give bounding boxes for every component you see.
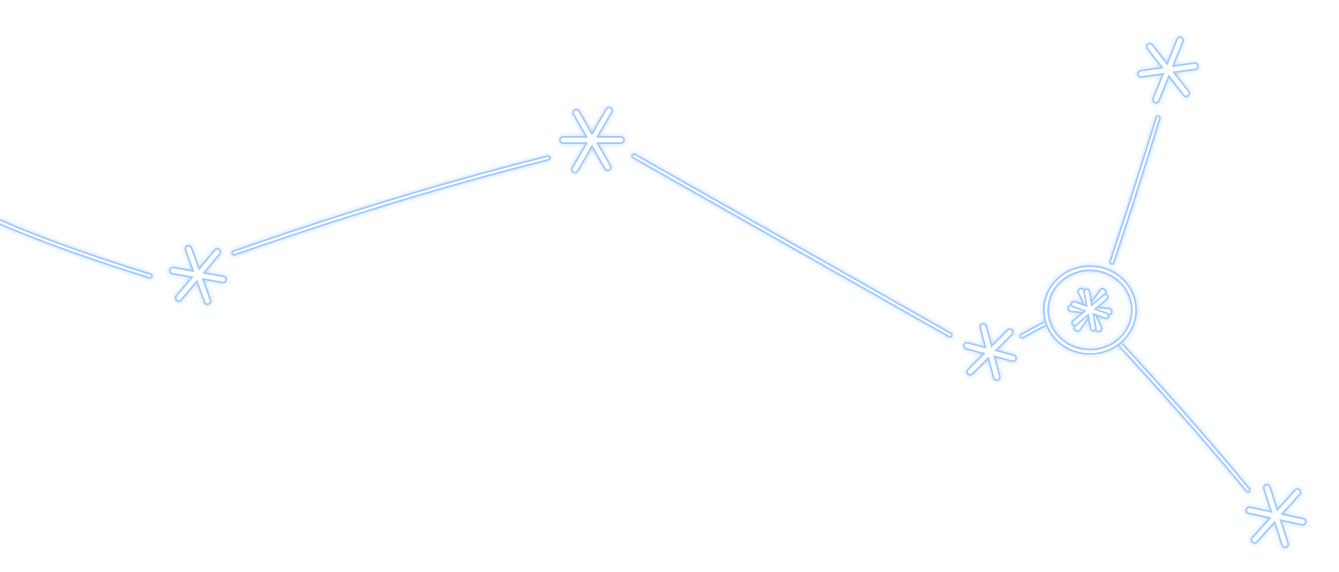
line-ring-to-star-7 — [1115, 339, 1251, 493]
star-7 — [1245, 483, 1307, 549]
line-star-2-to-star-3 — [631, 153, 953, 338]
star-6 — [1137, 36, 1199, 104]
line-offscreen-to-star-1 — [0, 219, 153, 279]
star-5 — [1043, 265, 1137, 355]
star-3 — [963, 323, 1017, 381]
line-star-1-to-star-2 — [231, 155, 551, 256]
star-5-arms — [1070, 288, 1110, 332]
constellation-stars — [168, 36, 1307, 549]
star-1 — [168, 244, 228, 306]
line-star-3-to-ring — [1019, 319, 1051, 339]
star-5-ring — [1043, 265, 1137, 355]
line-ring-to-star-6 — [1109, 115, 1161, 265]
star-2 — [559, 106, 625, 174]
constellation-lines — [0, 115, 1251, 493]
